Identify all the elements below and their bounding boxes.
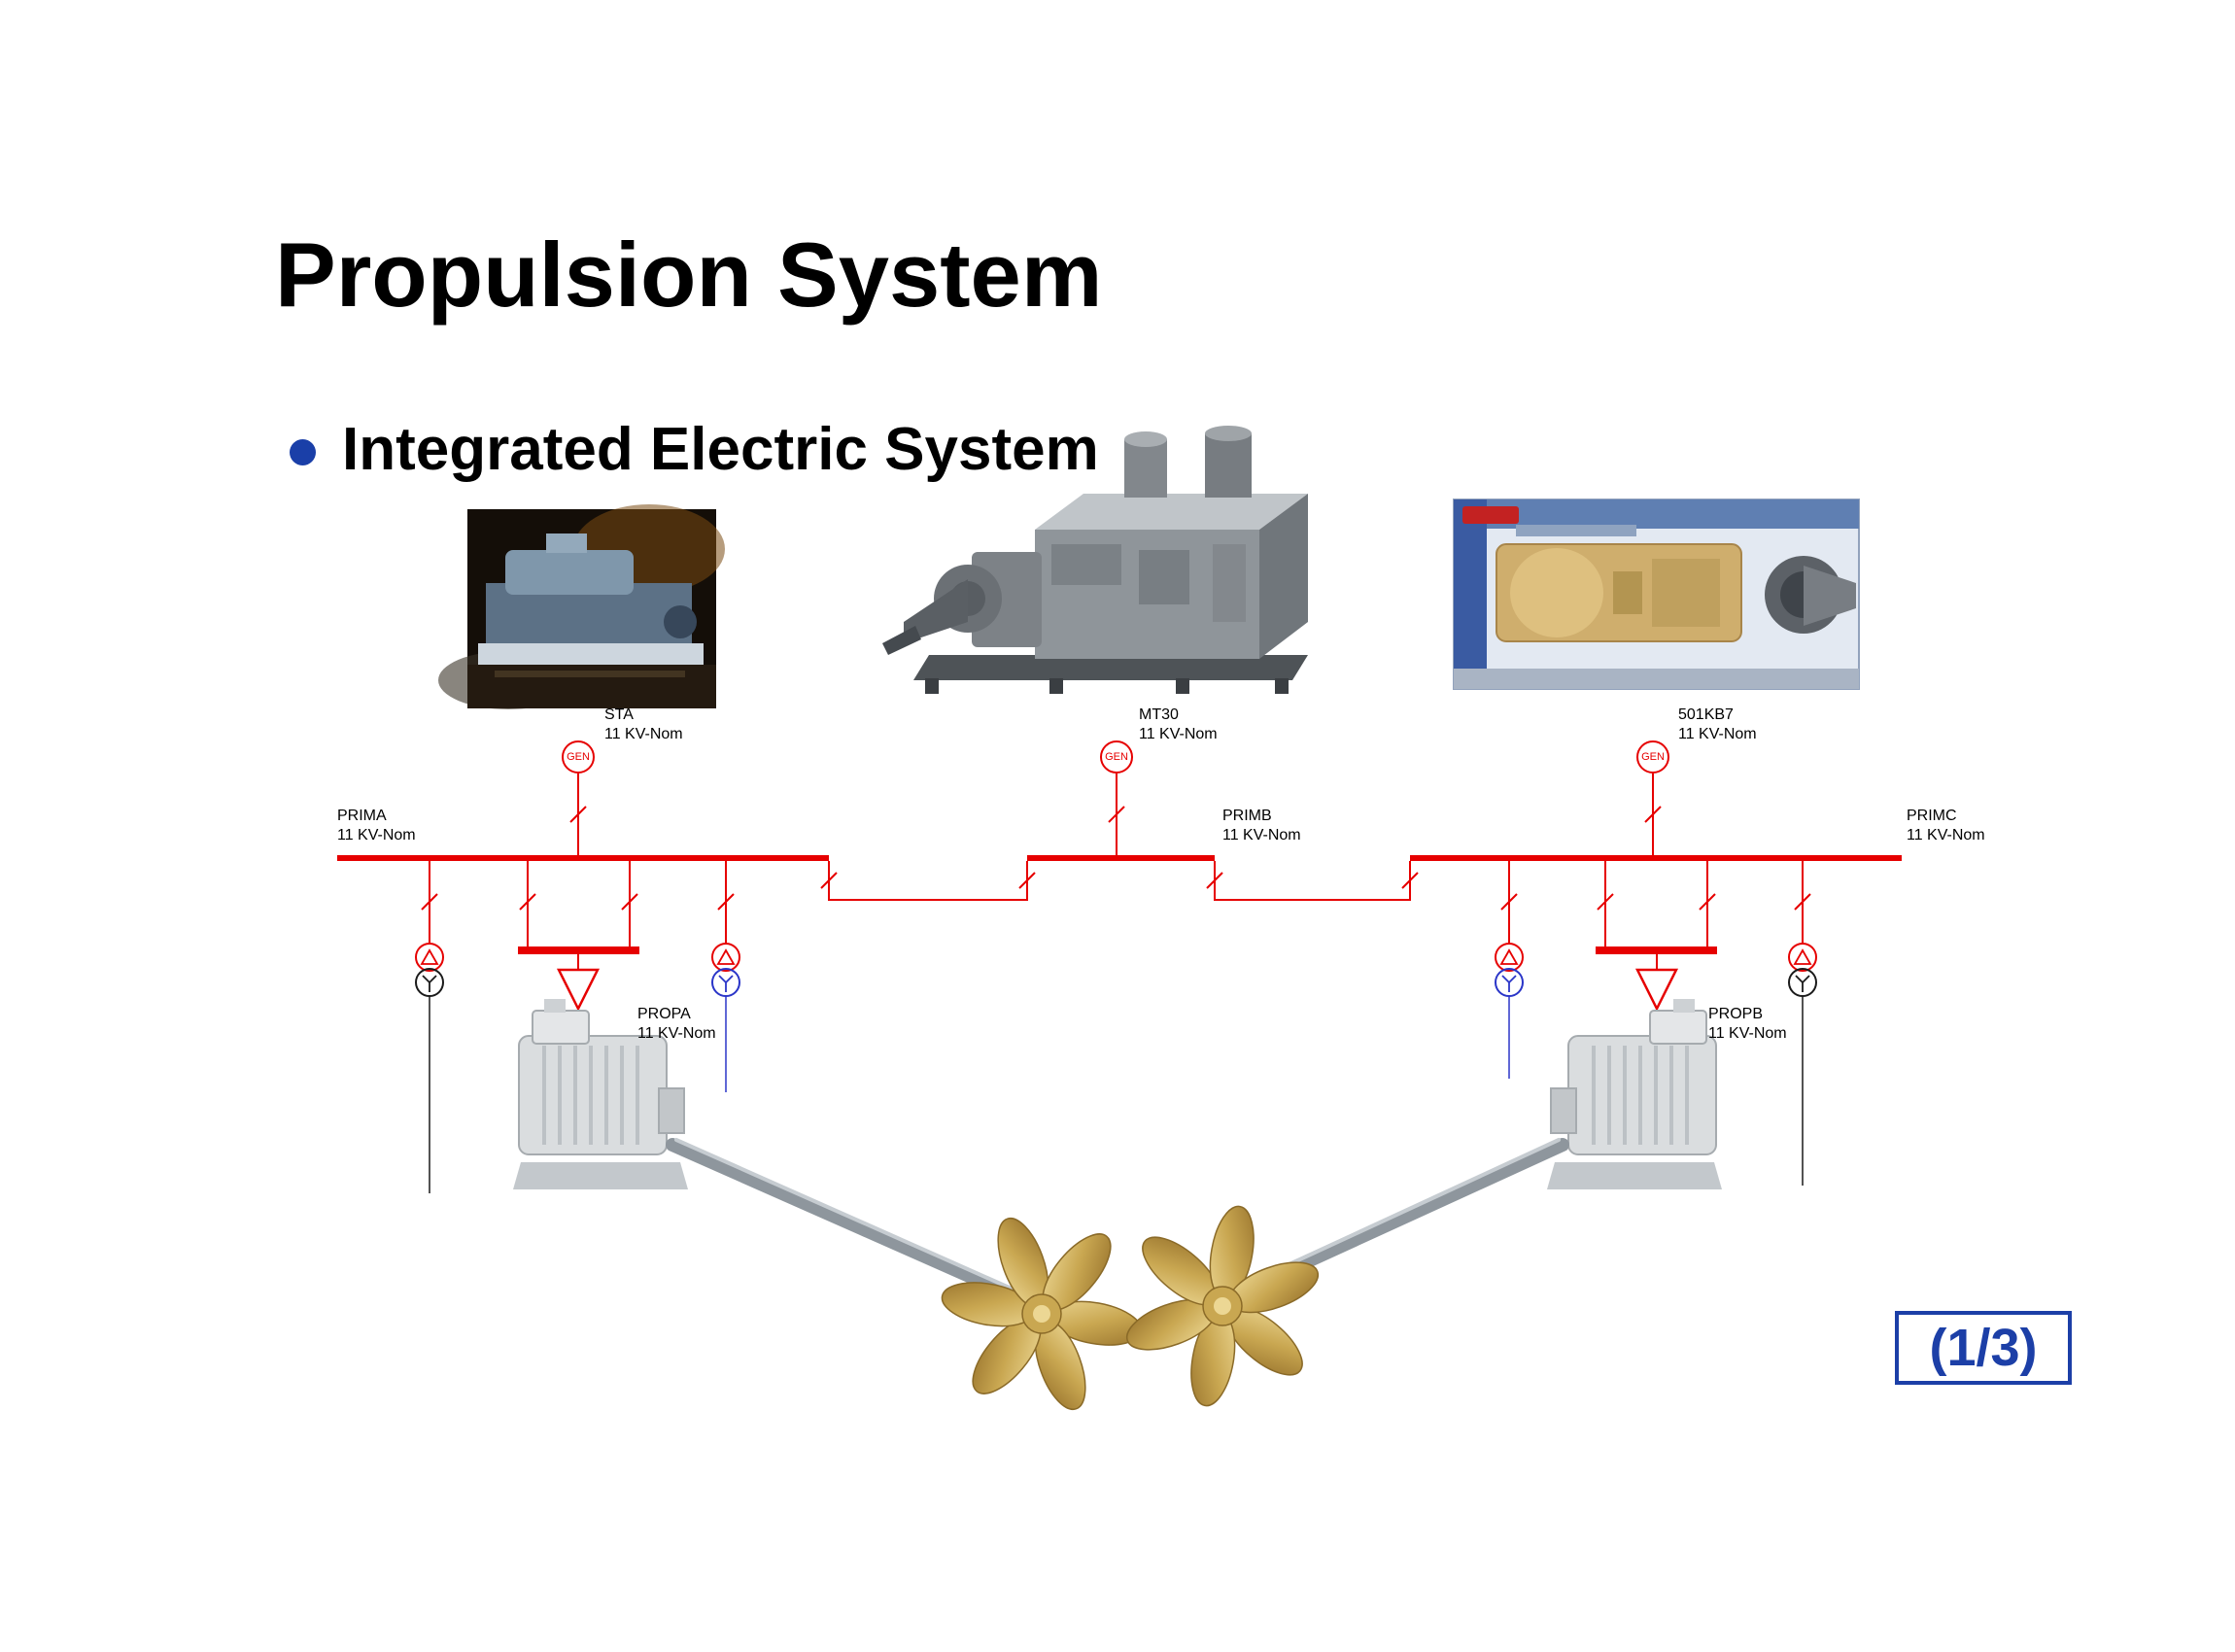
sta-generator-photo	[438, 504, 725, 709]
gen-symbol-label: GEN	[1641, 751, 1665, 763]
port-shaft	[666, 1138, 1049, 1315]
breaker-icon	[1500, 893, 1518, 911]
generator-rating: 11 KV-Nom	[1678, 726, 1757, 742]
bus-rating: 11 KV-Nom	[1222, 827, 1301, 843]
transformer-symbol-left-black	[415, 943, 444, 1193]
transformer-symbol-right-blue	[1495, 943, 1524, 1079]
wye-icon	[718, 975, 734, 992]
delta-icon	[1499, 948, 1519, 965]
generator-rating: 11 KV-Nom	[604, 726, 683, 742]
starboard-propulsion-motor-image	[1547, 999, 1722, 1189]
generator-name: STA	[604, 706, 634, 723]
breaker-icon	[1401, 872, 1419, 889]
bus-name: PRIMB	[1222, 808, 1272, 824]
generator-name: MT30	[1139, 706, 1179, 723]
starboard-propeller-image	[1125, 1205, 1320, 1407]
501kb7-gas-turbine-image	[1453, 499, 1860, 690]
bus-label-prima: PRIMA 11 KV-Nom	[337, 807, 416, 845]
bus-label-primb: PRIMB 11 KV-Nom	[1222, 807, 1301, 845]
page-title: Propulsion System	[275, 224, 1103, 326]
bullet-label: Integrated Electric System	[342, 416, 1099, 483]
bus-rating: 11 KV-Nom	[1907, 827, 1985, 843]
load-rating: 11 KV-Nom	[1708, 1025, 1787, 1042]
gen-symbol-label: GEN	[1105, 751, 1128, 763]
bus-bars	[337, 855, 1902, 901]
motor-arrow-icon	[556, 968, 601, 1012]
motor-arrow-icon	[1634, 968, 1679, 1012]
logo-mark	[1462, 506, 1519, 524]
delta-icon	[716, 948, 736, 965]
load-name: PROPA	[637, 1006, 691, 1022]
bus-label-primc: PRIMC 11 KV-Nom	[1907, 807, 1985, 845]
wye-icon	[1795, 975, 1810, 992]
breaker-icon	[1699, 893, 1716, 911]
gen-symbol-sta: GEN	[562, 740, 595, 774]
generator-label-sta: STA 11 KV-Nom	[604, 706, 683, 744]
breaker-icons	[421, 806, 1811, 911]
delta-icon	[420, 948, 439, 965]
load-name: PROPB	[1708, 1006, 1764, 1022]
load-rating: 11 KV-Nom	[637, 1025, 716, 1042]
gen-symbol-mt30: GEN	[1100, 740, 1133, 774]
generator-label-mt30: MT30 11 KV-Nom	[1139, 706, 1218, 744]
transformer-symbol-left-blue	[711, 943, 740, 1092]
breaker-icon	[621, 893, 638, 911]
delta-icon	[1793, 948, 1812, 965]
generator-label-501kb7: 501KB7 11 KV-Nom	[1678, 706, 1757, 744]
breaker-icon	[1597, 893, 1614, 911]
bus-rating: 11 KV-Nom	[337, 827, 416, 843]
propb-converter-symbol	[1596, 946, 1717, 1012]
propa-converter-symbol	[518, 946, 639, 1012]
load-label-propa: PROPA 11 KV-Nom	[637, 1005, 716, 1044]
breaker-icon	[1644, 806, 1662, 823]
page-indicator-label: (1/3)	[1929, 1319, 2038, 1377]
propeller-shafts	[666, 1138, 1569, 1315]
wye-icon	[422, 975, 437, 992]
gen-symbol-501kb7: GEN	[1636, 740, 1669, 774]
generator-name: 501KB7	[1678, 706, 1734, 723]
gen-symbol-label: GEN	[567, 751, 590, 763]
port-propulsion-motor-image	[513, 999, 688, 1189]
bullet-icon	[290, 439, 316, 465]
breaker-icon	[1794, 893, 1811, 911]
port-propeller-image	[941, 1217, 1143, 1411]
breaker-icon	[519, 893, 536, 911]
breaker-icon	[1018, 872, 1036, 889]
bus-tie-2	[1214, 861, 1411, 901]
bus-name: PRIMC	[1907, 808, 1957, 824]
feeder-drops	[429, 861, 1804, 947]
breaker-icon	[421, 893, 438, 911]
load-label-propb: PROPB 11 KV-Nom	[1708, 1005, 1787, 1044]
bus-name: PRIMA	[337, 808, 387, 824]
generator-rating: 11 KV-Nom	[1139, 726, 1218, 742]
breaker-icon	[820, 872, 838, 889]
mt30-gas-turbine-image	[882, 426, 1308, 694]
transformer-symbol-right-black	[1788, 943, 1817, 1186]
breaker-icon	[1108, 806, 1125, 823]
breaker-icon	[569, 806, 587, 823]
breaker-icon	[717, 893, 735, 911]
page-indicator: (1/3)	[1895, 1311, 2072, 1385]
breaker-icon	[1206, 872, 1223, 889]
wye-icon	[1501, 975, 1517, 992]
bus-tie-1	[828, 861, 1028, 901]
